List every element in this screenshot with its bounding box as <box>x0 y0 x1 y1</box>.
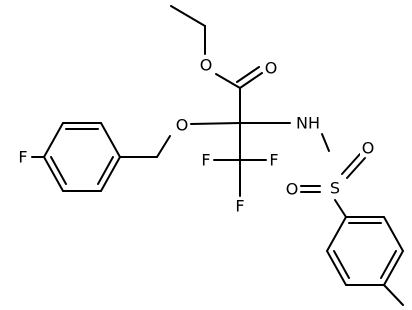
svg-text:F: F <box>269 151 278 170</box>
svg-text:F: F <box>235 197 244 216</box>
svg-text:NH: NH <box>296 114 320 133</box>
svg-text:O: O <box>176 116 189 135</box>
trifluoromethyl-group <box>213 122 267 197</box>
svg-text:F: F <box>18 148 27 167</box>
bond-central-ether-o <box>190 122 241 125</box>
svg-text:O: O <box>362 139 375 158</box>
fluorophenyl-ring <box>42 122 122 192</box>
atom-f-right: F <box>267 151 281 170</box>
atom-o-carbonyl: O <box>263 59 279 78</box>
ethyl-group <box>170 5 206 55</box>
atom-o-sulfonyl-lower: O <box>284 180 300 199</box>
svg-text:O: O <box>200 56 213 75</box>
bond-s-ring <box>334 199 347 218</box>
atom-o-ether: O <box>174 116 190 135</box>
atom-o-ester: O <box>198 56 214 75</box>
svg-text:F: F <box>201 151 210 170</box>
atom-f-left: F <box>199 151 213 170</box>
svg-text:O: O <box>286 180 299 199</box>
carbonyl-double-bond <box>236 66 263 89</box>
sulfonyl-o-double-bond-lower <box>300 185 321 193</box>
atom-nh: NH <box>295 114 321 133</box>
svg-text:O: O <box>265 59 278 78</box>
atom-o-sulfonyl-upper: O <box>360 139 376 158</box>
bond-ether-o-ch2 <box>156 135 171 158</box>
sulfonyl-o-double-bond-upper <box>341 153 366 179</box>
bond-methyl-ethyl <box>170 5 206 27</box>
bond-ester-o-carbonyl-c <box>215 73 241 89</box>
atom-f-bottom: F <box>233 197 247 216</box>
tolyl-ring <box>325 216 405 286</box>
bond-nh-s <box>321 133 330 152</box>
svg-text:S: S <box>330 179 340 198</box>
bond-ring-methyl <box>383 284 404 306</box>
atom-f-ring: F <box>16 148 30 167</box>
atom-s: S <box>327 178 343 198</box>
